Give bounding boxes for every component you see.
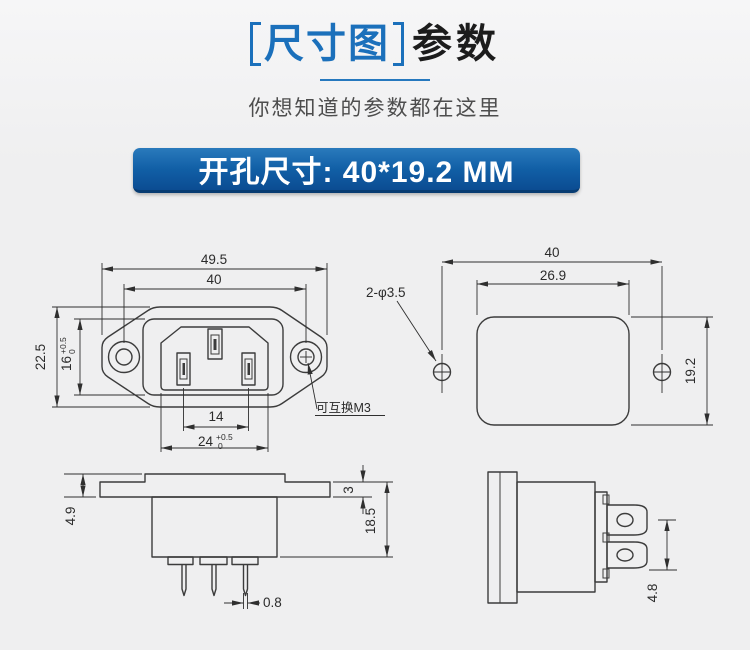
page-title: 尺寸图 参数 [0, 20, 750, 68]
side-dim-pin-thickness: 0.8 [224, 593, 282, 610]
front-right-hole-inner [297, 348, 315, 366]
svg-text:40: 40 [544, 245, 559, 260]
svg-text:18.5: 18.5 [363, 508, 378, 534]
side-view-drawing: 4.9 3 18.5 0.8 [63, 465, 393, 610]
front-right-pin [241, 352, 256, 386]
svg-text:14: 14 [208, 409, 224, 424]
title-rest: 参数 [412, 22, 500, 66]
front-view-drawing: 49.5 40 22.5 16 +0.5 0 [33, 252, 385, 452]
svg-text:4.8: 4.8 [645, 584, 660, 603]
page-subtitle: 你想知道的参数都在这里 [248, 97, 502, 120]
svg-text:16: 16 [59, 356, 74, 371]
title-bracket-left-icon [250, 22, 261, 66]
side-flange-profile [99, 473, 331, 498]
terminal-flange-plate [487, 471, 518, 604]
cutout-view-drawing: 40 26.9 2-φ3.5 19.2 [366, 245, 713, 426]
svg-text:4.9: 4.9 [63, 507, 78, 526]
front-left-pin [176, 352, 191, 386]
terminal-body [516, 481, 596, 593]
cutout-rect [476, 316, 630, 426]
cutout-dim-height: 19.2 [631, 316, 713, 426]
terminal-latch-middle [602, 532, 610, 543]
title-divider [320, 79, 430, 81]
terminal-dim-tab-width: 4.8 [645, 519, 677, 603]
terminal-latch-top [602, 494, 610, 505]
svg-text:0.8: 0.8 [263, 595, 282, 610]
side-body [151, 496, 278, 558]
front-flange-outline [101, 306, 328, 408]
svg-text:19.2: 19.2 [683, 358, 698, 384]
cutout-size-banner: 开孔尺寸: 40*19.2 MM [133, 148, 580, 193]
svg-text:+0.5: +0.5 [216, 432, 233, 442]
svg-text:24: 24 [198, 434, 214, 449]
side-pin-center [211, 564, 217, 597]
front-socket-face [160, 326, 269, 391]
front-right-hole-cross-icon [300, 351, 312, 363]
svg-text:22.5: 22.5 [33, 344, 48, 370]
front-screw-note: 可互换M3 [307, 362, 385, 416]
side-stub-center [199, 556, 228, 566]
side-pin-left [181, 564, 187, 597]
front-dim-pin-spacing: 14 [183, 388, 249, 431]
terminal-latch-bottom [602, 568, 610, 579]
terminal-tab-upper [606, 504, 648, 536]
front-dim-overall-height: 22.5 [33, 306, 150, 408]
side-dim-flange-thickness: 3 [333, 465, 393, 514]
svg-text:2-φ3.5: 2-φ3.5 [366, 285, 406, 300]
front-dim-recess-height: 16 +0.5 0 [58, 318, 145, 396]
svg-text:40: 40 [206, 272, 221, 287]
front-recess [142, 318, 284, 396]
side-stub-left [167, 556, 194, 566]
front-dim-face-width: 24 +0.5 0 [160, 393, 269, 452]
svg-text:49.5: 49.5 [201, 252, 227, 267]
cutout-hole-callout: 2-φ3.5 [366, 285, 437, 362]
side-dim-body-depth: 18.5 [280, 482, 393, 558]
front-dim-hole-spacing: 40 [123, 272, 307, 343]
cutout-dim-hole-spacing: 40 [442, 245, 662, 265]
terminal-view-drawing: 4.8 [487, 471, 677, 604]
cutout-dim-width: 26.9 [476, 268, 630, 315]
svg-text:3: 3 [341, 486, 356, 494]
svg-text:26.9: 26.9 [540, 268, 566, 283]
title-bracket-right-icon [393, 22, 404, 66]
terminal-tab-lower [606, 541, 648, 569]
dimension-drawing: 49.5 40 22.5 16 +0.5 0 [33, 245, 713, 610]
side-stub-right [231, 556, 259, 566]
front-earth-pin [207, 328, 223, 360]
side-dim-flange-offset: 4.9 [63, 473, 142, 526]
svg-text:+0.5: +0.5 [58, 337, 68, 354]
svg-text:可互换M3: 可互换M3 [316, 401, 371, 415]
svg-text:0: 0 [67, 349, 77, 354]
front-dim-overall-width: 49.5 [101, 252, 328, 335]
front-left-hole-outer [107, 340, 141, 374]
front-left-hole-inner [115, 348, 133, 366]
title-highlight: 尺寸图 [264, 22, 390, 66]
side-pin-right [242, 564, 249, 597]
terminal-step [594, 491, 608, 583]
svg-text:0: 0 [218, 441, 223, 451]
